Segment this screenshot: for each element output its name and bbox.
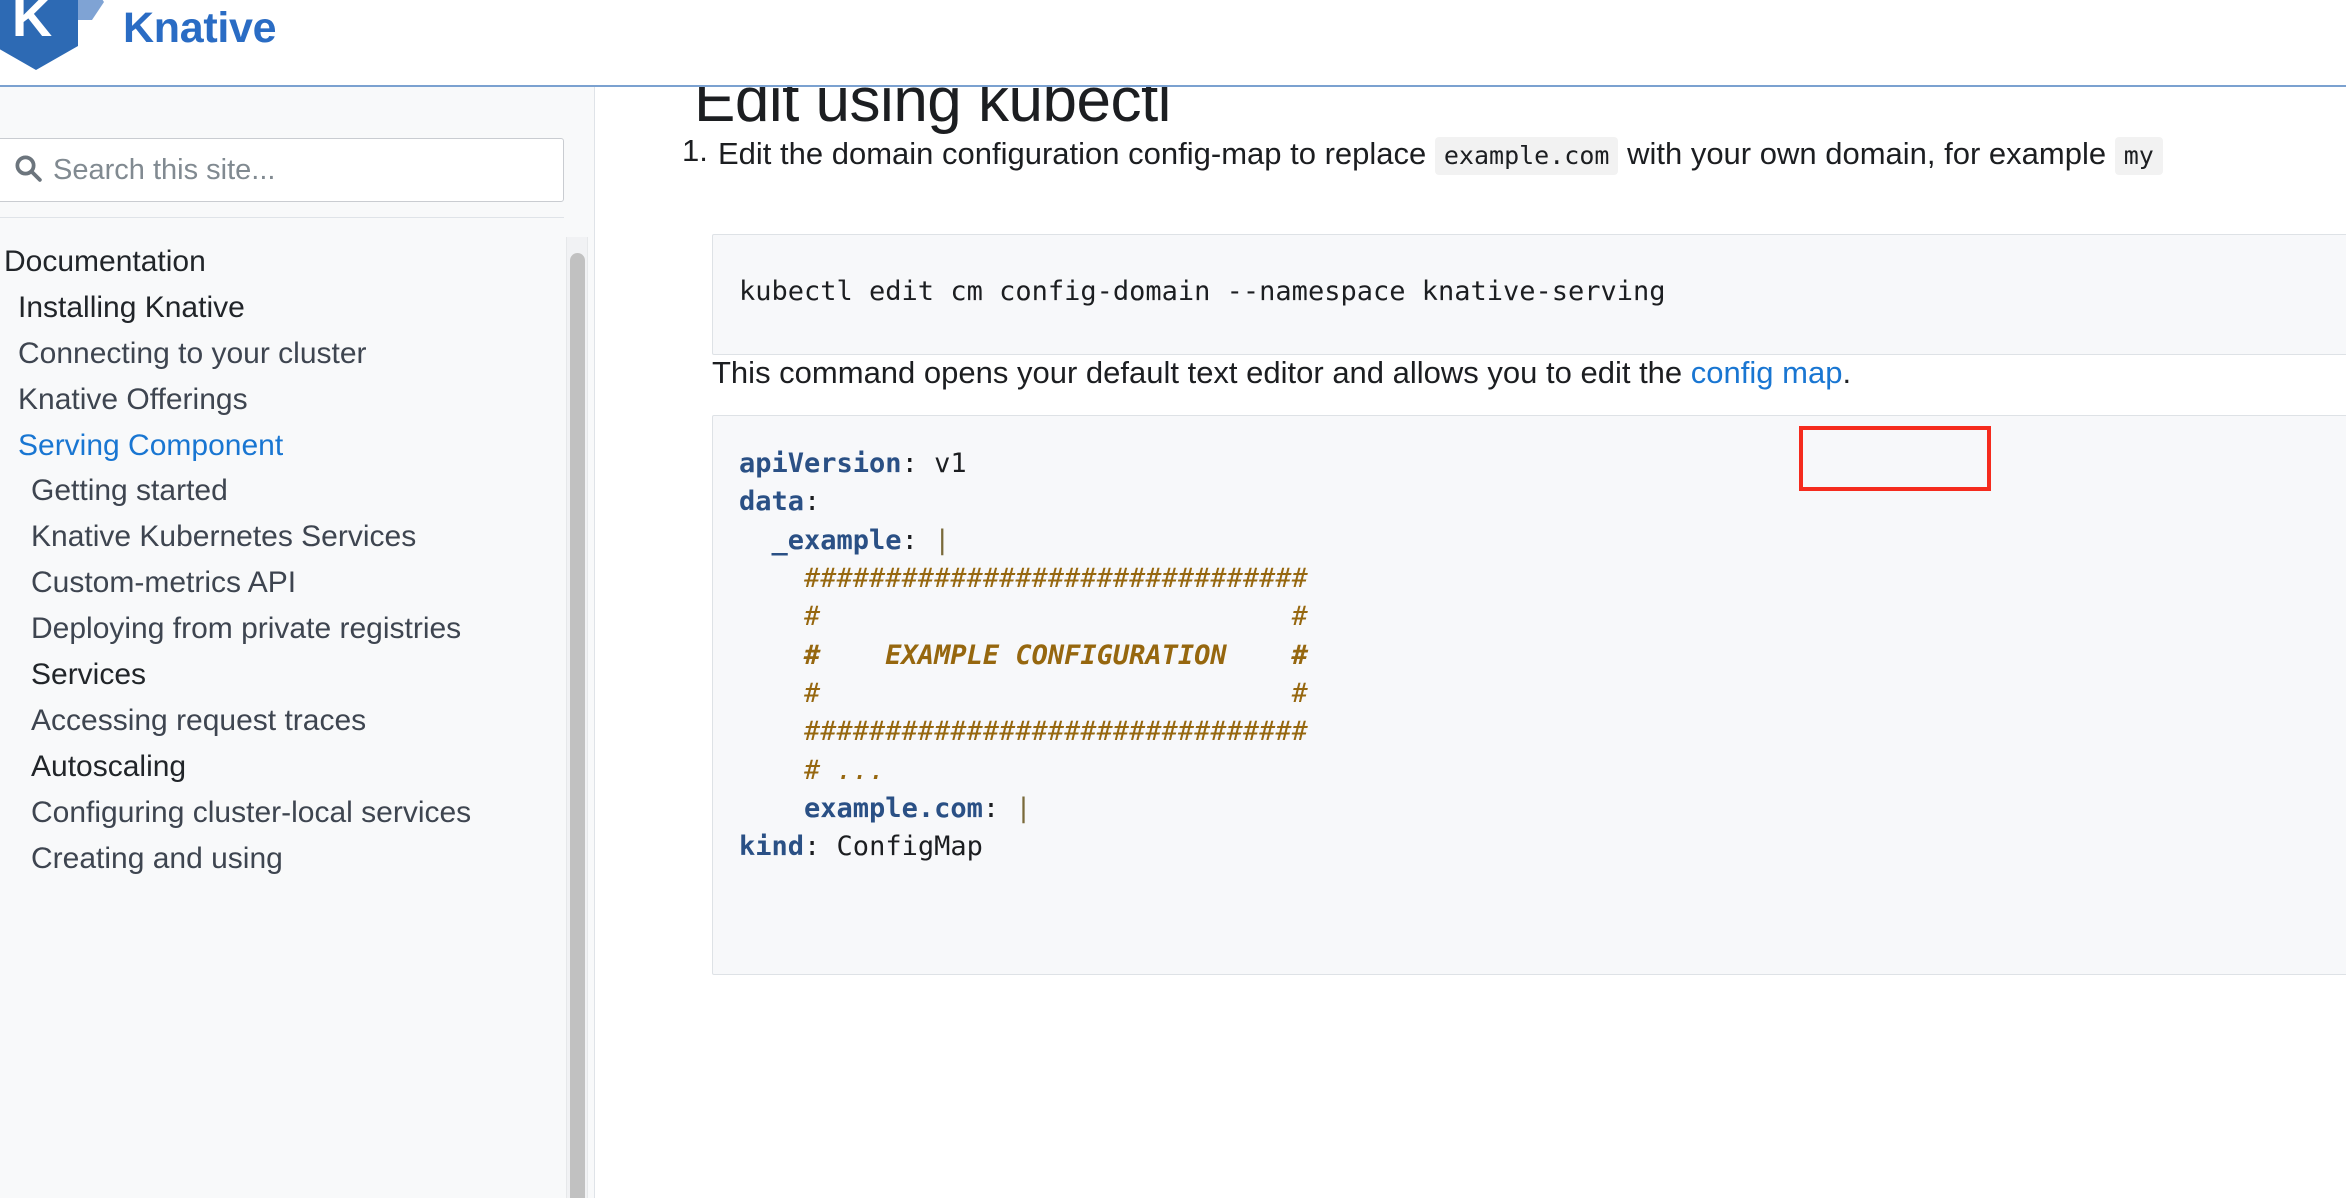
steps-list: 1. Edit the domain configuration config-… xyxy=(682,133,2346,175)
sidebar-item-getting-started[interactable]: Getting started xyxy=(31,474,228,508)
yaml-code-text: apiVersion: v1 data: _example: | #######… xyxy=(739,445,2346,867)
command-code-text: kubectl edit cm config-domain --namespac… xyxy=(739,276,1666,307)
yaml-comment-line: # ... xyxy=(739,754,886,786)
brand[interactable]: K Knative xyxy=(0,0,277,70)
sidebar-item-configuring-cluster-local-services[interactable]: Configuring cluster-local services xyxy=(31,795,472,829)
config-map-paragraph: This command opens your default text edi… xyxy=(712,352,1851,394)
yaml-code-block[interactable]: apiVersion: v1 data: _example: | #######… xyxy=(712,415,2346,975)
yaml-colon: : xyxy=(982,792,1000,824)
search-input[interactable] xyxy=(43,152,523,188)
sidebar-divider xyxy=(0,217,564,218)
page-title: Edit using kubectl xyxy=(694,87,1171,135)
sidebar-scrollbar-thumb[interactable] xyxy=(570,253,585,1198)
yaml-colon: : xyxy=(804,831,821,863)
sidebar-item-knative-kubernetes-services[interactable]: Knative Kubernetes Services xyxy=(31,520,417,554)
yaml-value: | xyxy=(999,792,1032,824)
yaml-colon: : xyxy=(901,448,918,479)
sidebar-item-autoscaling[interactable]: Autoscaling xyxy=(31,749,187,783)
svg-text:K: K xyxy=(12,0,52,48)
sidebar-item-creating-and-using[interactable]: Creating and using xyxy=(31,841,283,875)
yaml-value: v1 xyxy=(917,448,967,479)
yaml-comment-line: # EXAMPLE CONFIGURATION # xyxy=(739,639,1308,671)
sidebar-item-connecting-to-your-cluster[interactable]: Connecting to your cluster xyxy=(18,336,367,370)
brand-title[interactable]: Knative xyxy=(123,3,277,52)
yaml-key: _example xyxy=(771,524,902,556)
yaml-comment-line: # # xyxy=(739,601,1308,633)
yaml-key: data xyxy=(739,486,805,518)
sidebar-item-documentation[interactable]: Documentation xyxy=(4,245,206,278)
command-code-block[interactable]: kubectl edit cm config-domain --namespac… xyxy=(712,234,2346,355)
yaml-comment-line: ############################### xyxy=(739,716,1308,748)
code-example-domain: example.com xyxy=(1434,137,1619,175)
yaml-key: kind xyxy=(739,831,805,863)
yaml-colon: : xyxy=(804,486,821,518)
yaml-value: | xyxy=(917,524,951,556)
step-marker: 1. xyxy=(682,133,708,168)
sidebar-item-installing-knative[interactable]: Installing Knative xyxy=(18,290,245,324)
step-text-middle: with your own domain, for example xyxy=(1627,136,2107,171)
list-item: 1. Edit the domain configuration config-… xyxy=(682,133,2346,175)
yaml-colon: : xyxy=(901,524,918,556)
sidebar-item-custom-metrics-api[interactable]: Custom-metrics API xyxy=(31,566,297,600)
main-content: Edit using kubectl 1. Edit the domain co… xyxy=(596,87,2346,1198)
step-text-before: Edit the domain configuration config-map… xyxy=(718,136,1427,171)
search-box[interactable] xyxy=(0,138,564,202)
sidebar-item-services[interactable]: Services xyxy=(31,658,147,692)
yaml-comment-line: ############################### xyxy=(739,562,1308,594)
paragraph-text-after: . xyxy=(1842,355,1852,390)
yaml-comment-line: # # xyxy=(739,677,1308,709)
yaml-key: example.com xyxy=(804,792,983,824)
code-my-domain: my xyxy=(2114,137,2163,175)
sidebar-item-deploying-from-private-registries[interactable]: Deploying from private registries xyxy=(31,612,462,646)
paragraph-text-before: This command opens your default text edi… xyxy=(712,355,1683,390)
step-text: Edit the domain configuration config-map… xyxy=(718,136,2163,175)
sidebar-item-serving-component[interactable]: Serving Component xyxy=(18,428,284,462)
config-map-link[interactable]: config map xyxy=(1690,355,1843,390)
sidebar-item-knative-offerings[interactable]: Knative Offerings xyxy=(18,382,248,416)
knative-hexagon-logo[interactable]: K xyxy=(0,0,135,70)
site-header: K Knative xyxy=(0,0,2346,87)
yaml-value: ConfigMap xyxy=(820,831,983,863)
search-icon xyxy=(13,153,43,188)
sidebar-item-accessing-request-traces[interactable]: Accessing request traces xyxy=(31,703,367,737)
yaml-key: apiVersion xyxy=(739,448,902,479)
